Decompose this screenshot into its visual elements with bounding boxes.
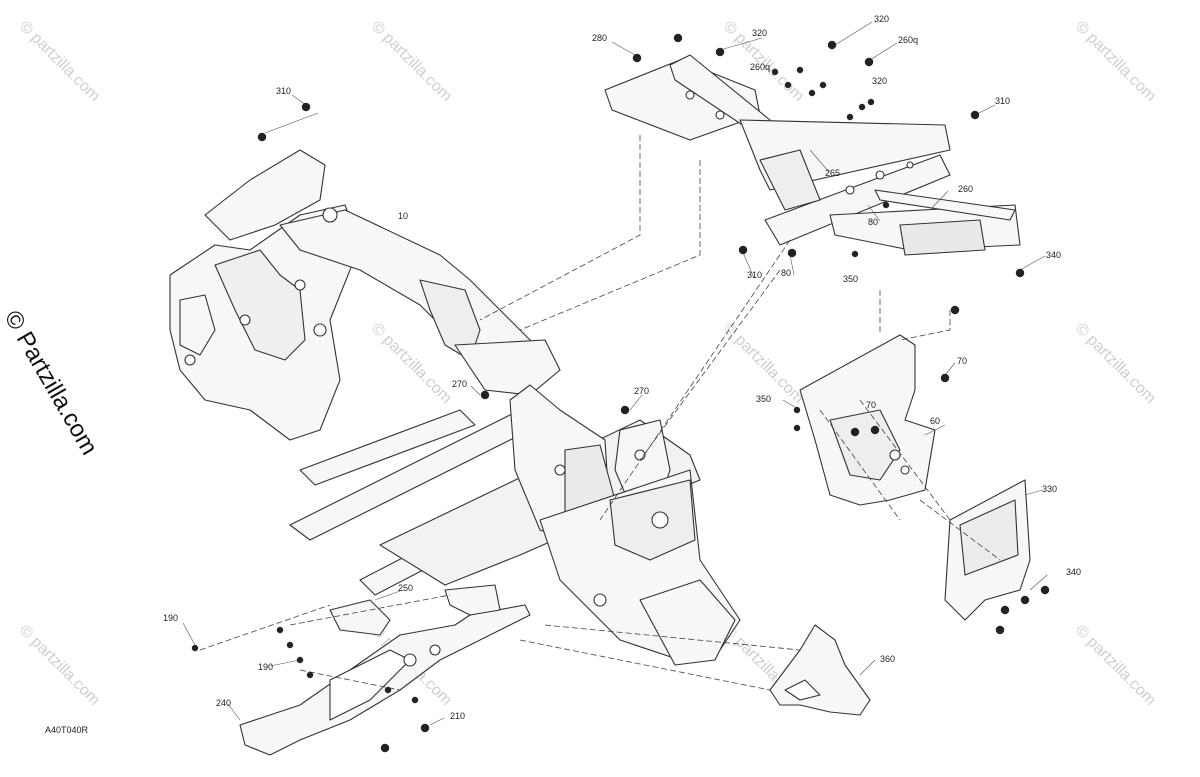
part-label-270[interactable]: 270 xyxy=(452,379,468,389)
lower-arm xyxy=(239,584,531,756)
bracket-60 xyxy=(799,334,936,506)
part-label-340[interactable]: 340 xyxy=(1046,250,1062,260)
part-label-70[interactable]: 70 xyxy=(866,400,877,410)
part-label-190[interactable]: 190 xyxy=(258,662,274,672)
rear-subframe xyxy=(604,54,1021,256)
part-label-320[interactable]: 320 xyxy=(874,14,890,24)
main-frame xyxy=(169,149,741,666)
part-label-350[interactable]: 350 xyxy=(756,394,772,404)
part-label-320[interactable]: 320 xyxy=(752,28,768,38)
part-label-270[interactable]: 270 xyxy=(634,386,650,396)
part-label-60[interactable]: 60 xyxy=(930,416,941,426)
assembly-lines xyxy=(199,135,1001,691)
part-label-80[interactable]: 80 xyxy=(781,268,792,278)
part-label-310[interactable]: 310 xyxy=(276,86,292,96)
part-label-10[interactable]: 10 xyxy=(398,211,409,221)
part-label-330[interactable]: 330 xyxy=(1042,484,1058,494)
part-label-250[interactable]: 250 xyxy=(398,583,414,593)
part-label-350[interactable]: 350 xyxy=(843,274,859,284)
part-label-280[interactable]: 280 xyxy=(592,33,608,43)
part-label-240[interactable]: 240 xyxy=(216,698,232,708)
part-label-210[interactable]: 210 xyxy=(450,711,466,721)
part-label-260q[interactable]: 260q xyxy=(750,62,771,72)
part-label-340[interactable]: 340 xyxy=(1066,567,1082,577)
part-label-310[interactable]: 310 xyxy=(747,270,763,280)
part-label-265[interactable]: 265 xyxy=(825,168,841,178)
plate-330 xyxy=(944,479,1031,621)
part-label-70[interactable]: 70 xyxy=(957,356,968,366)
part-label-310[interactable]: 310 xyxy=(995,96,1011,106)
part-label-260[interactable]: 260 xyxy=(958,184,974,194)
fasteners xyxy=(191,33,1050,753)
part-label-260q[interactable]: 260q xyxy=(898,35,919,45)
part-label-80[interactable]: 80 xyxy=(868,217,879,227)
part-label-360[interactable]: 360 xyxy=(880,654,896,664)
leader-lines xyxy=(182,21,1048,726)
part-label-320[interactable]: 320 xyxy=(872,76,888,86)
diagram-reference-code: A40T040R xyxy=(45,725,89,735)
part-label-190[interactable]: 190 xyxy=(163,613,179,623)
bracket-360 xyxy=(769,624,871,716)
